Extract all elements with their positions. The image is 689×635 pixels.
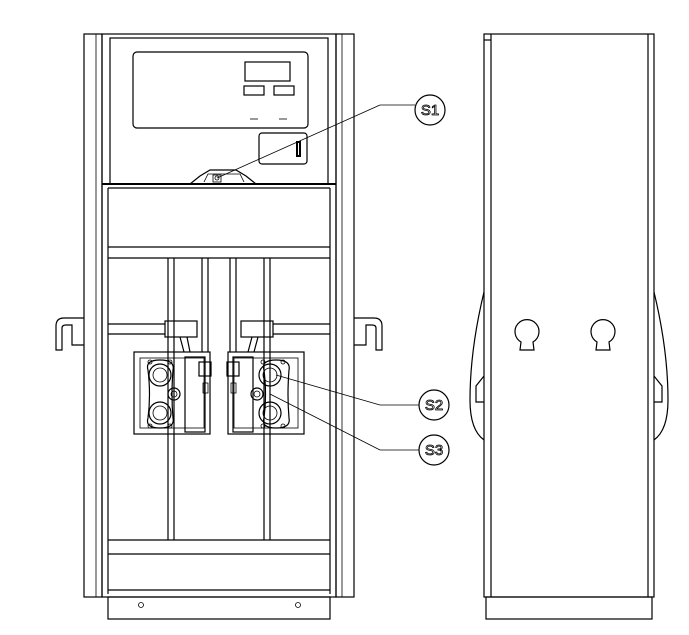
- right-nozzle-holder: [354, 317, 383, 351]
- callout-s3: S3: [269, 393, 450, 466]
- side-keyhole-right: [590, 319, 616, 351]
- side-cabinet: [483, 33, 655, 598]
- callout-s2-label: S2: [425, 397, 443, 414]
- lcd-screen: [244, 61, 291, 82]
- right-pump-unit: [226, 351, 305, 435]
- side-nozzle-left: [469, 291, 485, 441]
- side-view: [469, 33, 669, 620]
- side-keyhole-left: [514, 319, 540, 351]
- left-nozzle-holder: [55, 317, 84, 351]
- display-head: [109, 37, 329, 185]
- callout-s2: S2: [275, 374, 450, 421]
- front-view: [55, 33, 383, 620]
- left-side-rail: [83, 33, 103, 598]
- display-button-right: [273, 85, 295, 96]
- left-pump-unit: [133, 351, 212, 435]
- right-side-rail: [335, 33, 355, 598]
- front-base-plate: [107, 596, 331, 620]
- callout-s3-label: S3: [425, 442, 443, 459]
- side-nozzle-right: [653, 291, 669, 441]
- callout-s1: S1: [216, 94, 446, 179]
- callout-s1-label: S1: [421, 102, 439, 119]
- hydraulic-frame: [108, 258, 330, 540]
- sensor-s1: [189, 169, 257, 185]
- side-base-plate: [485, 596, 653, 620]
- card-reader: [258, 132, 308, 165]
- cabinet-body: [101, 33, 337, 598]
- display-button-left: [243, 85, 265, 96]
- display-panel: [132, 51, 309, 129]
